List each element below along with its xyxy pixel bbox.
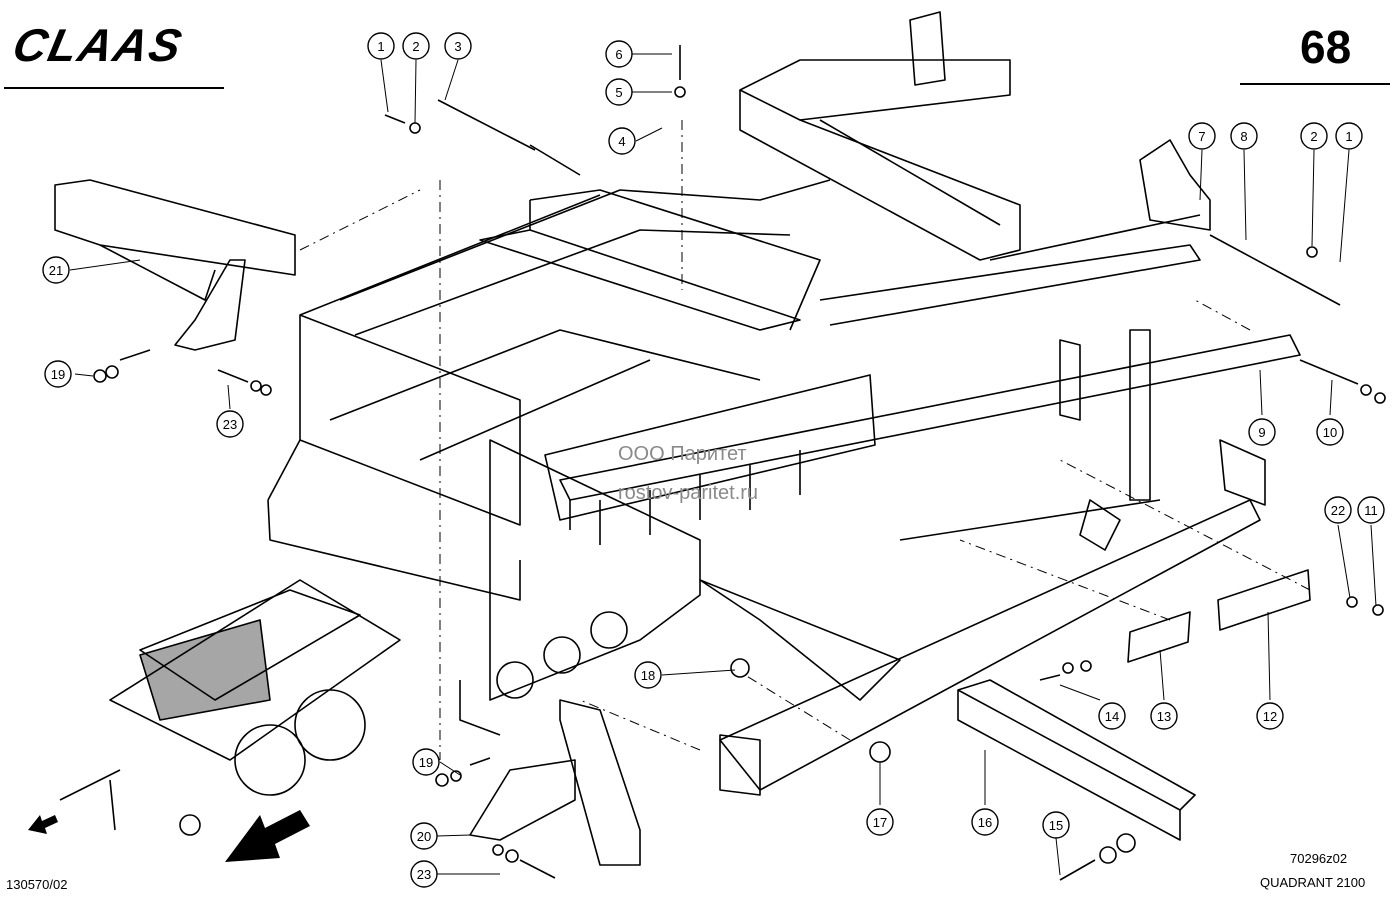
callout-circle (1098, 702, 1126, 730)
callout-circle (1300, 122, 1328, 150)
callout-circle (1324, 496, 1352, 524)
callout-label: 3 (454, 39, 461, 54)
callout-7: 7 (1188, 122, 1216, 150)
callout-circle (605, 40, 633, 68)
callout-18: 18 (634, 661, 662, 689)
callout-label: 7 (1198, 129, 1205, 144)
callout-6: 6 (605, 40, 633, 68)
callout-label: 15 (1049, 818, 1063, 833)
callout-circle (1150, 702, 1178, 730)
callout-21: 21 (42, 256, 70, 284)
doc-id: 130570/02 (6, 877, 68, 892)
direction-arrow-large (225, 810, 310, 862)
direction-arrow-small (28, 815, 58, 834)
callout-circle (634, 661, 662, 689)
callout-circle (605, 78, 633, 106)
callout-11: 11 (1357, 496, 1385, 524)
callout-22: 22 (1324, 496, 1352, 524)
callout-circle (44, 360, 72, 388)
callout-circle (1042, 811, 1070, 839)
watermark-company: ООО Паритет (618, 443, 747, 465)
callout-12: 12 (1256, 702, 1284, 730)
callout-circle (216, 410, 244, 438)
callout-label: 20 (417, 829, 431, 844)
callout-2: 2 (1300, 122, 1328, 150)
callout-label: 1 (1345, 129, 1352, 144)
callout-label: 13 (1157, 709, 1171, 724)
frame-drawing (54, 11, 1386, 881)
leader-lines (69, 53, 1377, 876)
callout-label: 9 (1258, 425, 1265, 440)
callout-label: 14 (1105, 709, 1119, 724)
callout-circle (1256, 702, 1284, 730)
callout-circle (1248, 418, 1276, 446)
callout-circle (367, 32, 395, 60)
callout-circle (1316, 418, 1344, 446)
callout-label: 21 (49, 263, 63, 278)
assembly-lines (299, 120, 1311, 760)
callout-15: 15 (1042, 811, 1070, 839)
callout-circle (410, 860, 438, 888)
callout-circle (410, 822, 438, 850)
callout-circle (1357, 496, 1385, 524)
callout-circle (971, 808, 999, 836)
callout-1: 1 (1335, 122, 1363, 150)
callout-14: 14 (1098, 702, 1126, 730)
callout-label: 10 (1323, 425, 1337, 440)
callout-9: 9 (1248, 418, 1276, 446)
claas-logo: CLAAS (8, 19, 188, 71)
callout-label: 19 (51, 367, 65, 382)
drawing-id: 70296z02 (1290, 851, 1348, 866)
callout-circle (866, 808, 894, 836)
callout-label: 1 (377, 39, 384, 54)
callout-label: 11 (1364, 503, 1378, 518)
callout-label: 2 (1310, 129, 1317, 144)
callout-3: 3 (444, 32, 472, 60)
callout-label: 12 (1263, 709, 1277, 724)
callout-17: 17 (866, 808, 894, 836)
callout-23: 23 (216, 410, 244, 438)
callout-2: 2 (402, 32, 430, 60)
callout-label: 18 (641, 668, 655, 683)
callout-20: 20 (410, 822, 438, 850)
callout-label: 17 (873, 815, 887, 830)
callout-19: 19 (44, 360, 72, 388)
callout-circle (402, 32, 430, 60)
callout-label: 4 (618, 134, 625, 149)
callout-10: 10 (1316, 418, 1344, 446)
callout-circle (608, 127, 636, 155)
callout-label: 23 (223, 417, 237, 432)
callout-circle (412, 748, 440, 776)
callout-8: 8 (1230, 122, 1258, 150)
callout-label: 8 (1240, 129, 1247, 144)
model-name: QUADRANT 2100 (1260, 875, 1366, 890)
callout-circle (1335, 122, 1363, 150)
callout-16: 16 (971, 808, 999, 836)
callout-label: 19 (419, 755, 433, 770)
callout-label: 2 (412, 39, 419, 54)
callout-4: 4 (608, 127, 636, 155)
callout-13: 13 (1150, 702, 1178, 730)
callout-label: 6 (615, 47, 622, 62)
callout-circle (1188, 122, 1216, 150)
page-number: 68 (1300, 21, 1352, 73)
callout-1: 1 (367, 32, 395, 60)
callout-circle (1230, 122, 1258, 150)
callout-5: 5 (605, 78, 633, 106)
callout-label: 23 (417, 867, 431, 882)
callout-19: 19 (412, 748, 440, 776)
callout-circle (444, 32, 472, 60)
callout-label: 5 (615, 85, 622, 100)
callout-23: 23 (410, 860, 438, 888)
callout-circle (42, 256, 70, 284)
callout-label: 16 (978, 815, 992, 830)
watermark-url: rostov-paritet.ru (618, 482, 759, 504)
callout-label: 22 (1331, 503, 1345, 518)
